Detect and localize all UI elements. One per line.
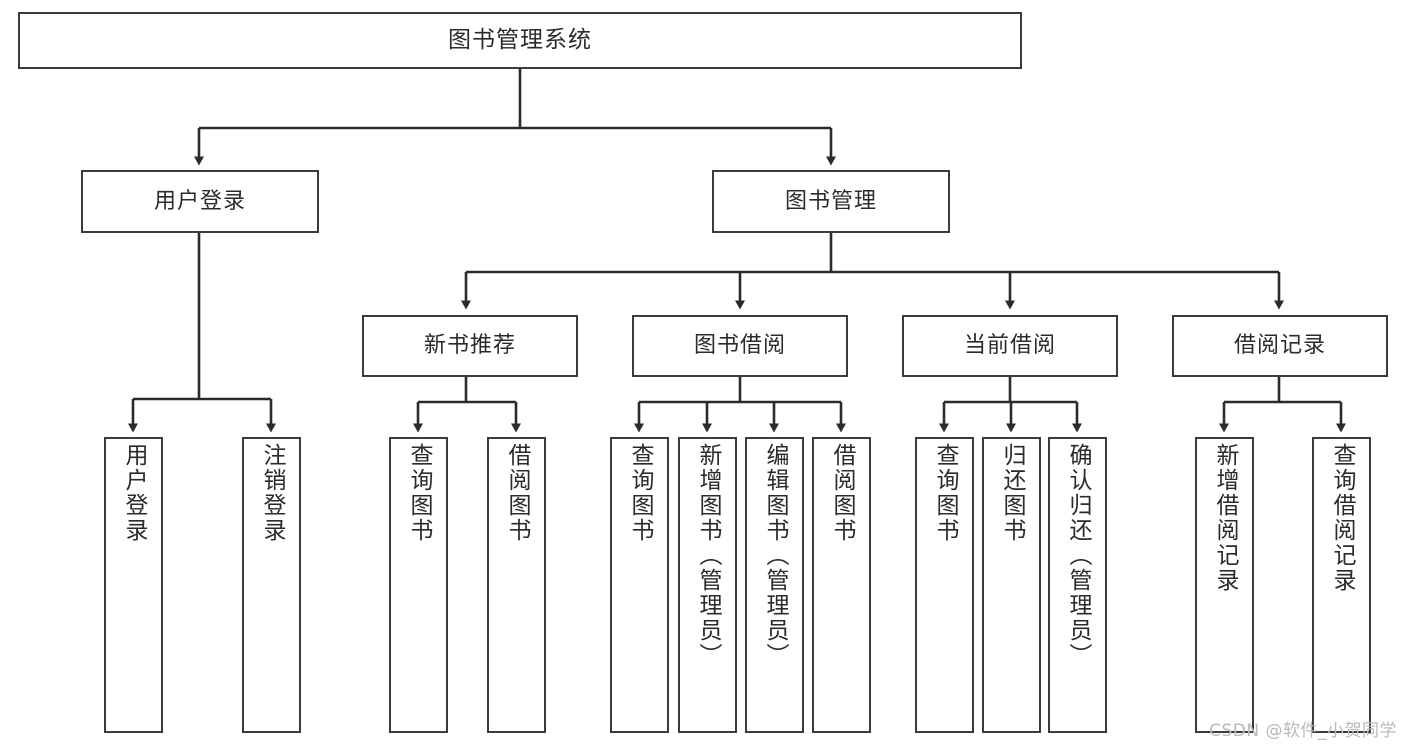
node-new-book-recommend[interactable]: 新书推荐 <box>362 315 578 377</box>
node-book-borrow[interactable]: 图书借阅 <box>632 315 848 377</box>
node-label-current-borrow: 当前借阅 <box>963 333 1056 359</box>
node-label-book-borrow: 图书借阅 <box>693 333 786 359</box>
node-user-login[interactable]: 用户登录 <box>81 170 319 233</box>
node-label-borrow-record: 借阅记录 <box>1233 333 1326 359</box>
node-label-leaf-current-return-book: 归还图书 <box>999 443 1025 543</box>
node-leaf-borrow-query-book[interactable]: 查询图书 <box>610 437 669 733</box>
node-leaf-recommend-borrow-book[interactable]: 借阅图书 <box>487 437 546 733</box>
node-label-leaf-recommend-borrow-book: 借阅图书 <box>504 443 530 543</box>
node-leaf-current-query-book[interactable]: 查询图书 <box>915 437 974 733</box>
node-leaf-user-logout[interactable]: 注销登录 <box>242 437 301 733</box>
node-label-book-manage: 图书管理 <box>784 188 877 214</box>
node-label-leaf-record-add: 新增借阅记录 <box>1212 443 1238 593</box>
node-label-root: 图书管理系统 <box>448 27 592 54</box>
node-leaf-borrow-edit-book-admin[interactable]: 编辑图书（管理员） <box>745 437 804 733</box>
node-book-manage[interactable]: 图书管理 <box>712 170 950 233</box>
node-root-system[interactable]: 图书管理系统 <box>18 12 1022 69</box>
node-leaf-recommend-query-book[interactable]: 查询图书 <box>389 437 448 733</box>
node-label-leaf-borrow-add-book-admin: 新增图书（管理员） <box>695 443 721 668</box>
csdn-watermark: CSDN @软件_小贺同学 <box>1209 721 1397 741</box>
node-leaf-user-login[interactable]: 用户登录 <box>104 437 163 733</box>
node-leaf-current-confirm-return-admin[interactable]: 确认归还（管理员） <box>1048 437 1107 733</box>
node-label-leaf-current-query-book: 查询图书 <box>932 443 958 543</box>
node-label-leaf-user-logout: 注销登录 <box>259 443 285 543</box>
node-label-leaf-borrow-edit-book-admin: 编辑图书（管理员） <box>762 443 788 668</box>
node-leaf-borrow-lend-book[interactable]: 借阅图书 <box>812 437 871 733</box>
node-label-leaf-record-query: 查询借阅记录 <box>1329 443 1355 593</box>
node-leaf-current-return-book[interactable]: 归还图书 <box>982 437 1041 733</box>
node-label-leaf-borrow-lend-book: 借阅图书 <box>829 443 855 543</box>
node-label-new-book-recommend: 新书推荐 <box>423 333 516 359</box>
node-leaf-borrow-add-book-admin[interactable]: 新增图书（管理员） <box>678 437 737 733</box>
node-label-leaf-recommend-query-book: 查询图书 <box>406 443 432 543</box>
node-label-leaf-user-login: 用户登录 <box>121 443 147 543</box>
node-leaf-record-add[interactable]: 新增借阅记录 <box>1195 437 1254 733</box>
node-borrow-record[interactable]: 借阅记录 <box>1172 315 1388 377</box>
node-current-borrow[interactable]: 当前借阅 <box>902 315 1118 377</box>
node-label-user-login: 用户登录 <box>153 188 246 214</box>
node-label-leaf-borrow-query-book: 查询图书 <box>627 443 653 543</box>
node-leaf-record-query[interactable]: 查询借阅记录 <box>1312 437 1371 733</box>
node-label-leaf-current-confirm-return-admin: 确认归还（管理员） <box>1065 443 1091 668</box>
